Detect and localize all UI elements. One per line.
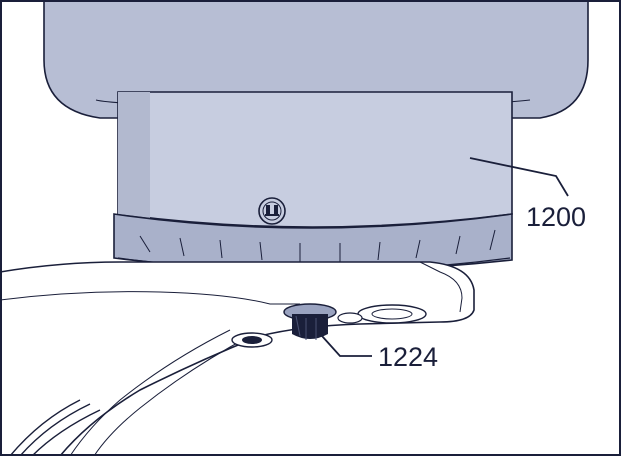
mount-hole-right: [357, 304, 427, 324]
base-arm: [0, 261, 475, 456]
upper-body: [43, 0, 589, 119]
mount-hole-right-inner: [371, 308, 413, 320]
bottom-ring-ribs: [139, 229, 496, 262]
emblem-icon: [258, 197, 286, 225]
base-arm-lower-curve-2: [93, 335, 251, 456]
mount-hole-left-inner: [242, 336, 262, 344]
lower-cylinder-shade: [118, 92, 150, 218]
base-arm-lower-curve: [69, 329, 231, 456]
lower-cylinder: [117, 91, 513, 228]
callout-1200: 1200: [526, 202, 586, 232]
base-arm-inner-line: [0, 291, 300, 305]
base-arm-right-lip: [419, 261, 463, 313]
leader-line-1224: [321, 335, 372, 357]
callout-1224: 1224: [378, 342, 438, 372]
cables: [9, 399, 101, 456]
coupling-knob: [283, 303, 363, 340]
leader-line-1200: [469, 157, 569, 197]
